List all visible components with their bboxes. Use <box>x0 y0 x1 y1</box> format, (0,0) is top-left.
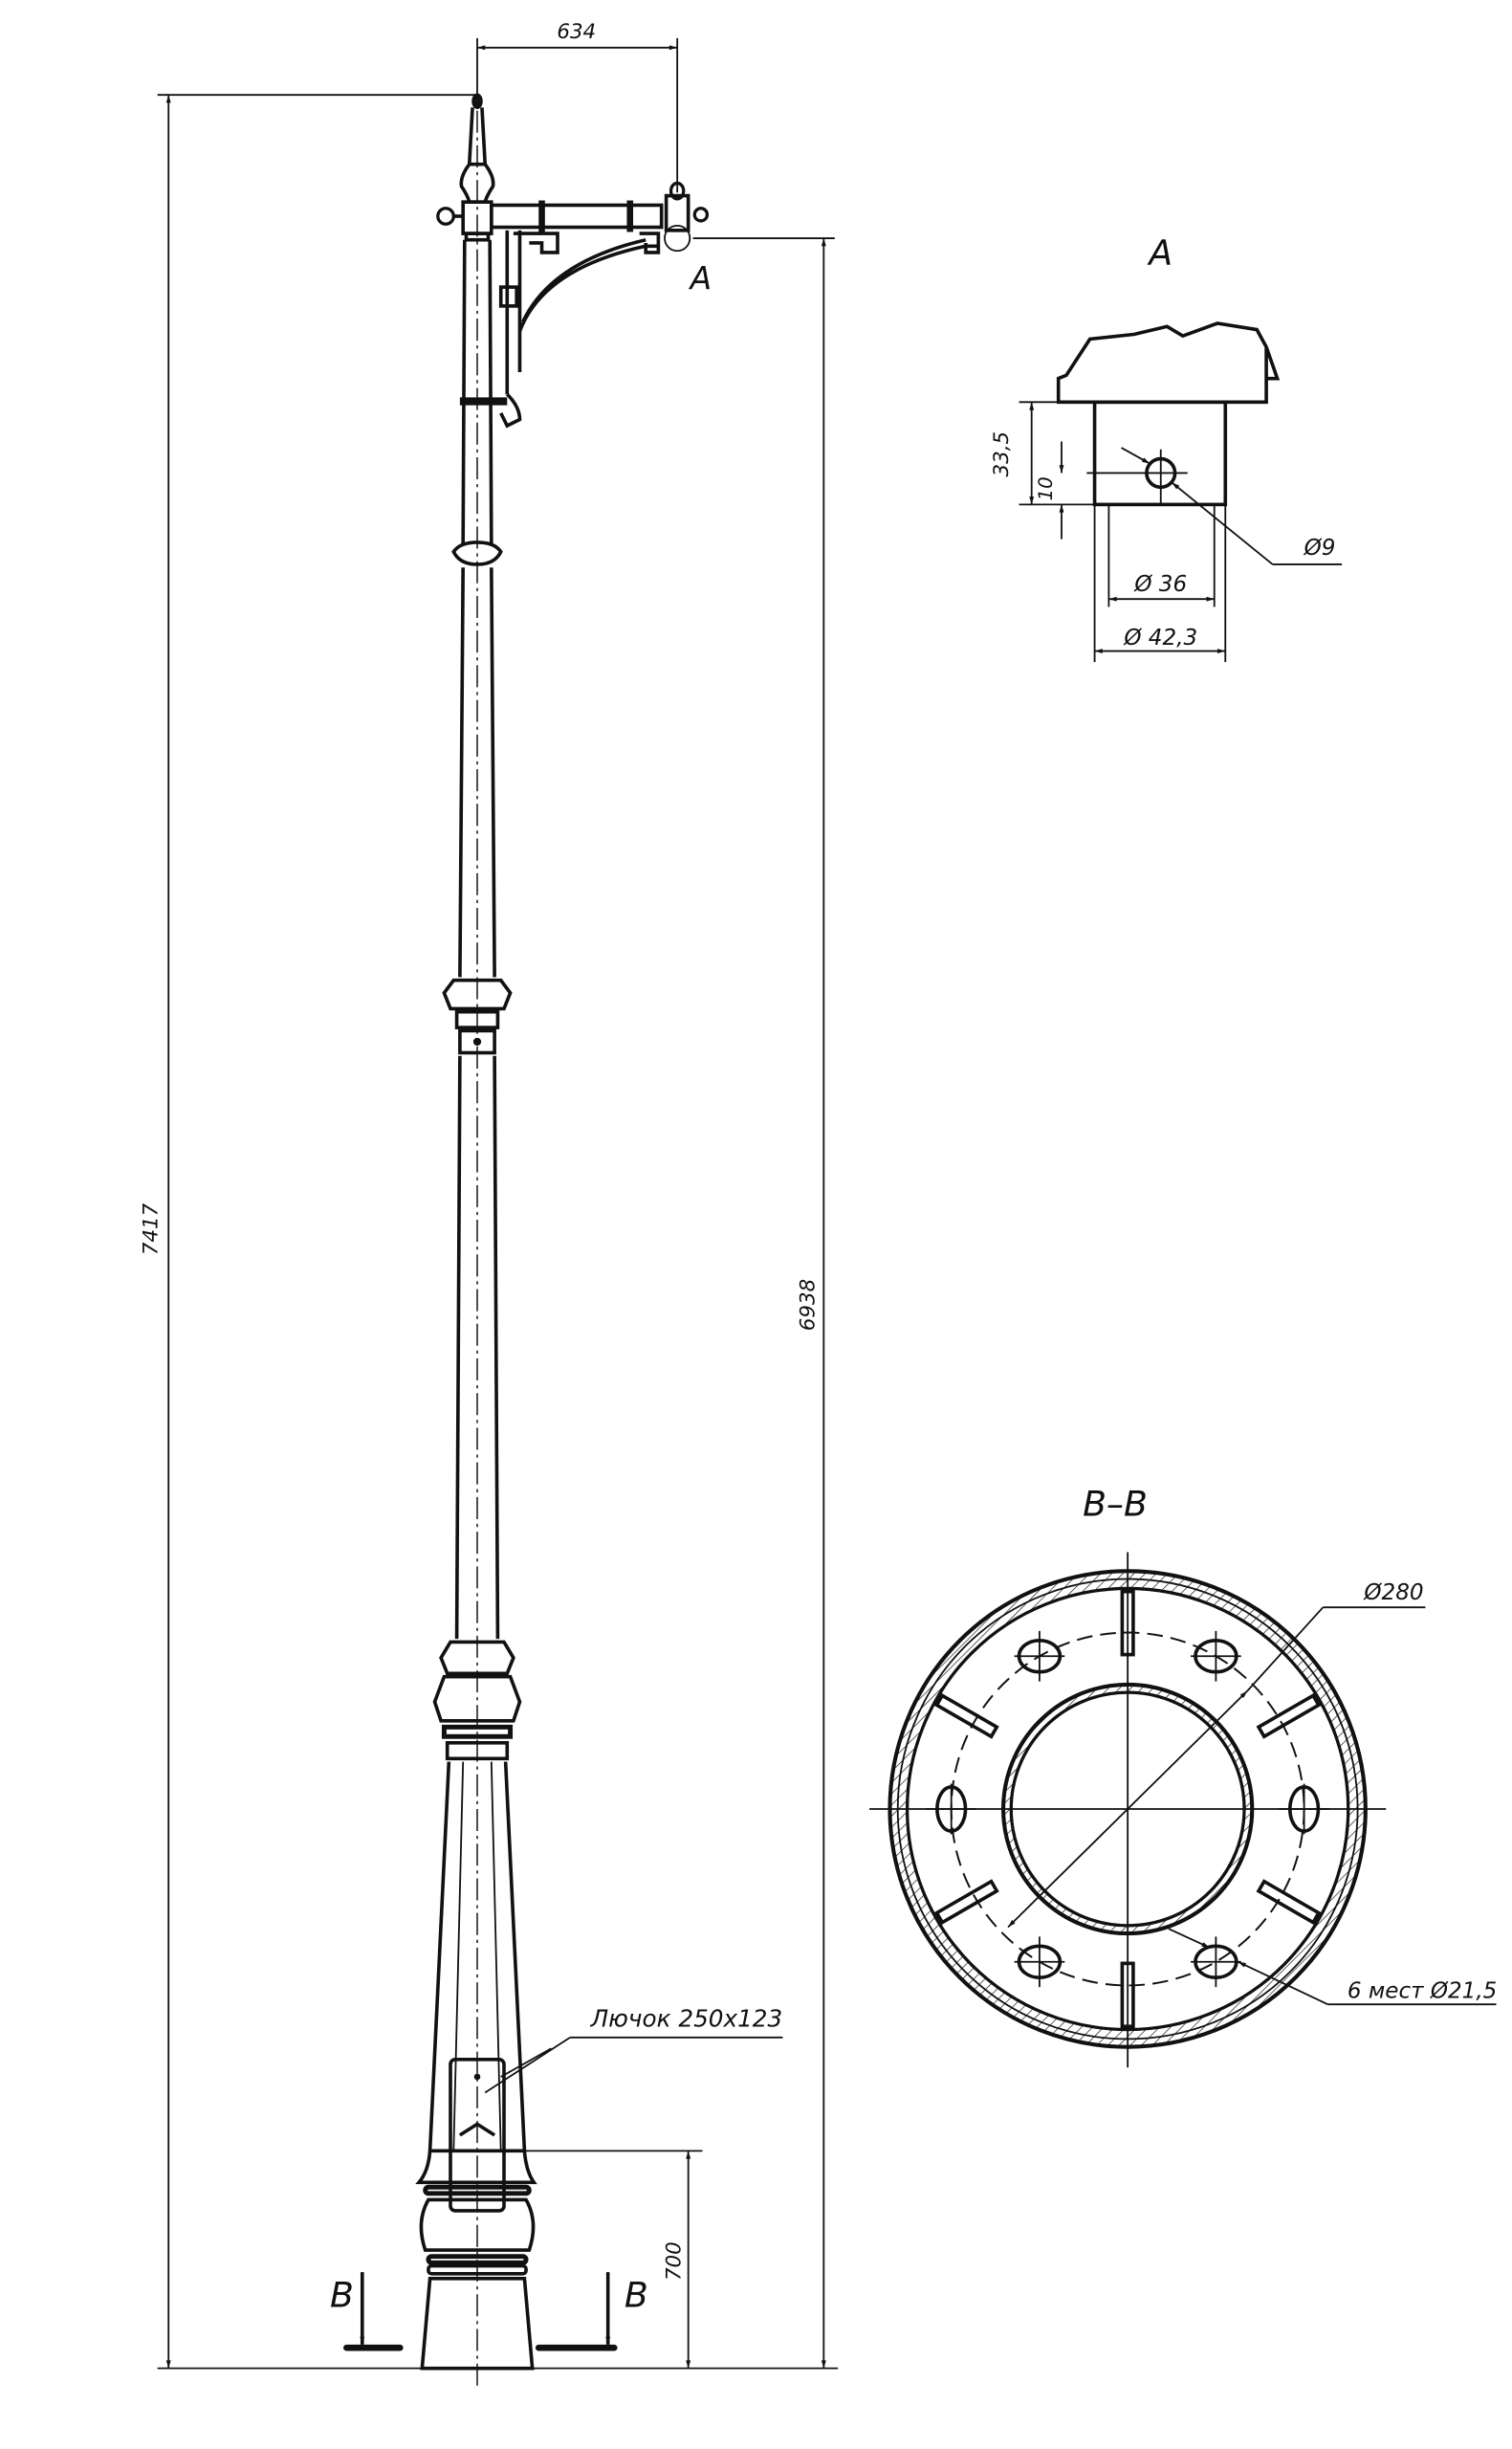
bolt-hole-centerline <box>1191 1630 1241 1682</box>
bolt-hole-centerline <box>1191 1936 1241 1988</box>
dim-33-5-label: 33,5 <box>990 431 1014 477</box>
dim-inner-diameter-label: Ø 36 <box>1133 572 1187 597</box>
section-bb: B–B Ø280 6 мест Ø21,5 <box>869 1484 1497 2068</box>
dim-6938-label: 6938 <box>796 1279 820 1331</box>
dim-outer-diameter-label: Ø 42,3 <box>1123 626 1197 651</box>
detail-a-callout-circle <box>664 224 691 253</box>
rib <box>1256 1879 1322 1926</box>
rib <box>933 1692 999 1739</box>
bolt-hole-centerline <box>1279 1783 1329 1835</box>
service-hatch: Лючок 250х123 <box>449 2004 783 2213</box>
crossarm <box>459 200 664 429</box>
dimension-arm-height: 6938 <box>692 237 835 2369</box>
finial <box>436 93 495 242</box>
rib <box>1120 1589 1135 1657</box>
dim-7417-label: 7417 <box>140 1202 164 1255</box>
pole-base <box>415 2149 537 2371</box>
detail-a: A 33,5 10 Ø9 Ø 36 Ø 42,3 <box>990 232 1343 663</box>
dim-base-diameter-label: Ø280 <box>1363 1580 1423 1605</box>
hatch-label: Лючок 250х123 <box>590 2004 783 2032</box>
dimension-arm-reach: 634 <box>476 20 679 193</box>
pole-shaft <box>427 239 527 2151</box>
section-mark-left: B <box>330 2274 354 2315</box>
section-mark-right: B <box>625 2274 648 2315</box>
bolt-hole-centerline <box>926 1783 977 1835</box>
bolt-hole-centerline <box>1014 1630 1065 1682</box>
detail-a-marker: A <box>689 259 712 297</box>
rib <box>933 1879 999 1926</box>
detail-a-title: A <box>1147 232 1172 274</box>
rib <box>1120 1961 1135 2029</box>
dim-holes-label: 6 мест Ø21,5 <box>1348 1979 1497 2004</box>
dimension-hatch-height: 700 <box>504 2150 703 2369</box>
section-features <box>926 1589 1329 2029</box>
section-bb-title: B–B <box>1083 1484 1148 1525</box>
dim-hole-diameter-label: Ø9 <box>1304 536 1336 561</box>
dim-700-label: 700 <box>662 2241 686 2281</box>
main-view: 634 7417 6938 <box>140 20 839 2388</box>
lamp-fitting: A <box>664 181 712 297</box>
bolt-hole-centerline <box>1014 1936 1065 1988</box>
section-marks: B B <box>330 2272 648 2351</box>
dim-10-label: 10 <box>1035 476 1057 500</box>
dim-634-label: 634 <box>557 20 596 44</box>
rib <box>1256 1692 1322 1739</box>
